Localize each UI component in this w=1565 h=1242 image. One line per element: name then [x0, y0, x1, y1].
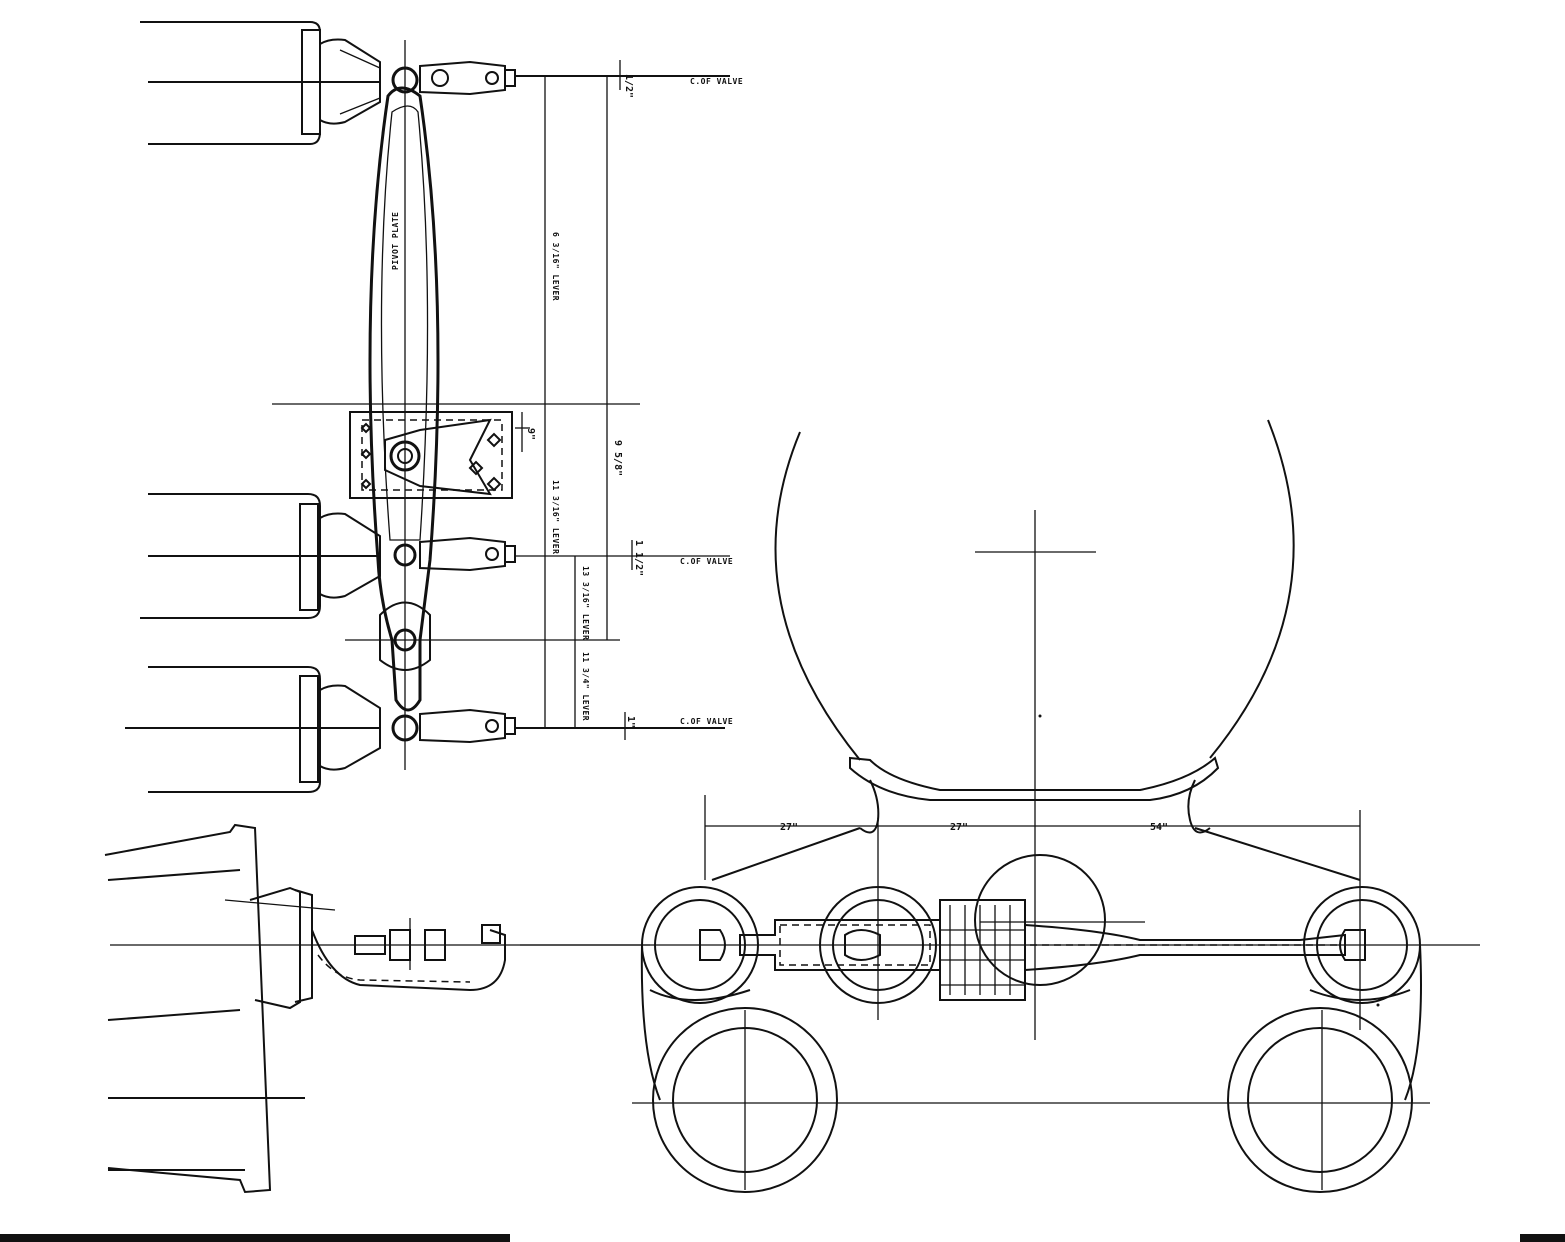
offset-top-dimension: 1/2" — [623, 74, 634, 98]
pivot-plate-label: PIVOT PLATE — [391, 212, 400, 270]
cl-valve-top-label: C.OF VALVE — [690, 77, 743, 86]
bracket-dimension: 9" — [525, 428, 536, 440]
cl-valve-bottom-label: C.OF VALVE — [680, 717, 733, 726]
lever-top-length: 6 3/16" LEVER — [551, 232, 560, 301]
overall-dimension: 9 5/8" — [612, 440, 623, 476]
scan-edge-right — [1520, 1234, 1565, 1242]
scan-edge-left — [0, 1234, 510, 1242]
valve-link-bottom — [419, 708, 516, 744]
plate-mark — [1038, 714, 1042, 718]
valve-link-middle — [419, 536, 516, 572]
cylinder-middle — [140, 493, 381, 619]
cylinder-bottom — [125, 666, 381, 793]
lever-mid-length: 11 3/16" LEVER — [551, 480, 560, 554]
offset-middle-dimension: 1 1/2" — [633, 540, 644, 576]
plate-mark — [1376, 1003, 1380, 1007]
plan-view-lever-assembly: C.OF VALVE C.OF VALVE C.OF VALVE 6 3/16"… — [125, 21, 743, 793]
spacing-27-left: 27" — [780, 822, 798, 833]
lever-short-length: 13 3/16" LEVER — [581, 566, 590, 640]
cl-valve-middle-label: C.OF VALVE — [680, 557, 733, 566]
lever-bottom-length: 11 3/4" LEVER — [581, 652, 590, 721]
side-view-valve-linkage — [104, 823, 650, 1194]
end-elevation-view: 27" 27" 54" — [520, 419, 1480, 1193]
valve-rod — [699, 899, 1366, 1001]
offset-bottom-dimension: 1" — [625, 716, 636, 728]
spacing-54-right: 54" — [1150, 822, 1168, 833]
main-lever — [368, 40, 440, 770]
lever-dimensions — [345, 60, 730, 740]
pivot-bracket — [272, 403, 640, 499]
cylinder-top — [140, 21, 381, 145]
valve-link-top — [419, 60, 516, 96]
spacing-27-middle: 27" — [950, 822, 968, 833]
